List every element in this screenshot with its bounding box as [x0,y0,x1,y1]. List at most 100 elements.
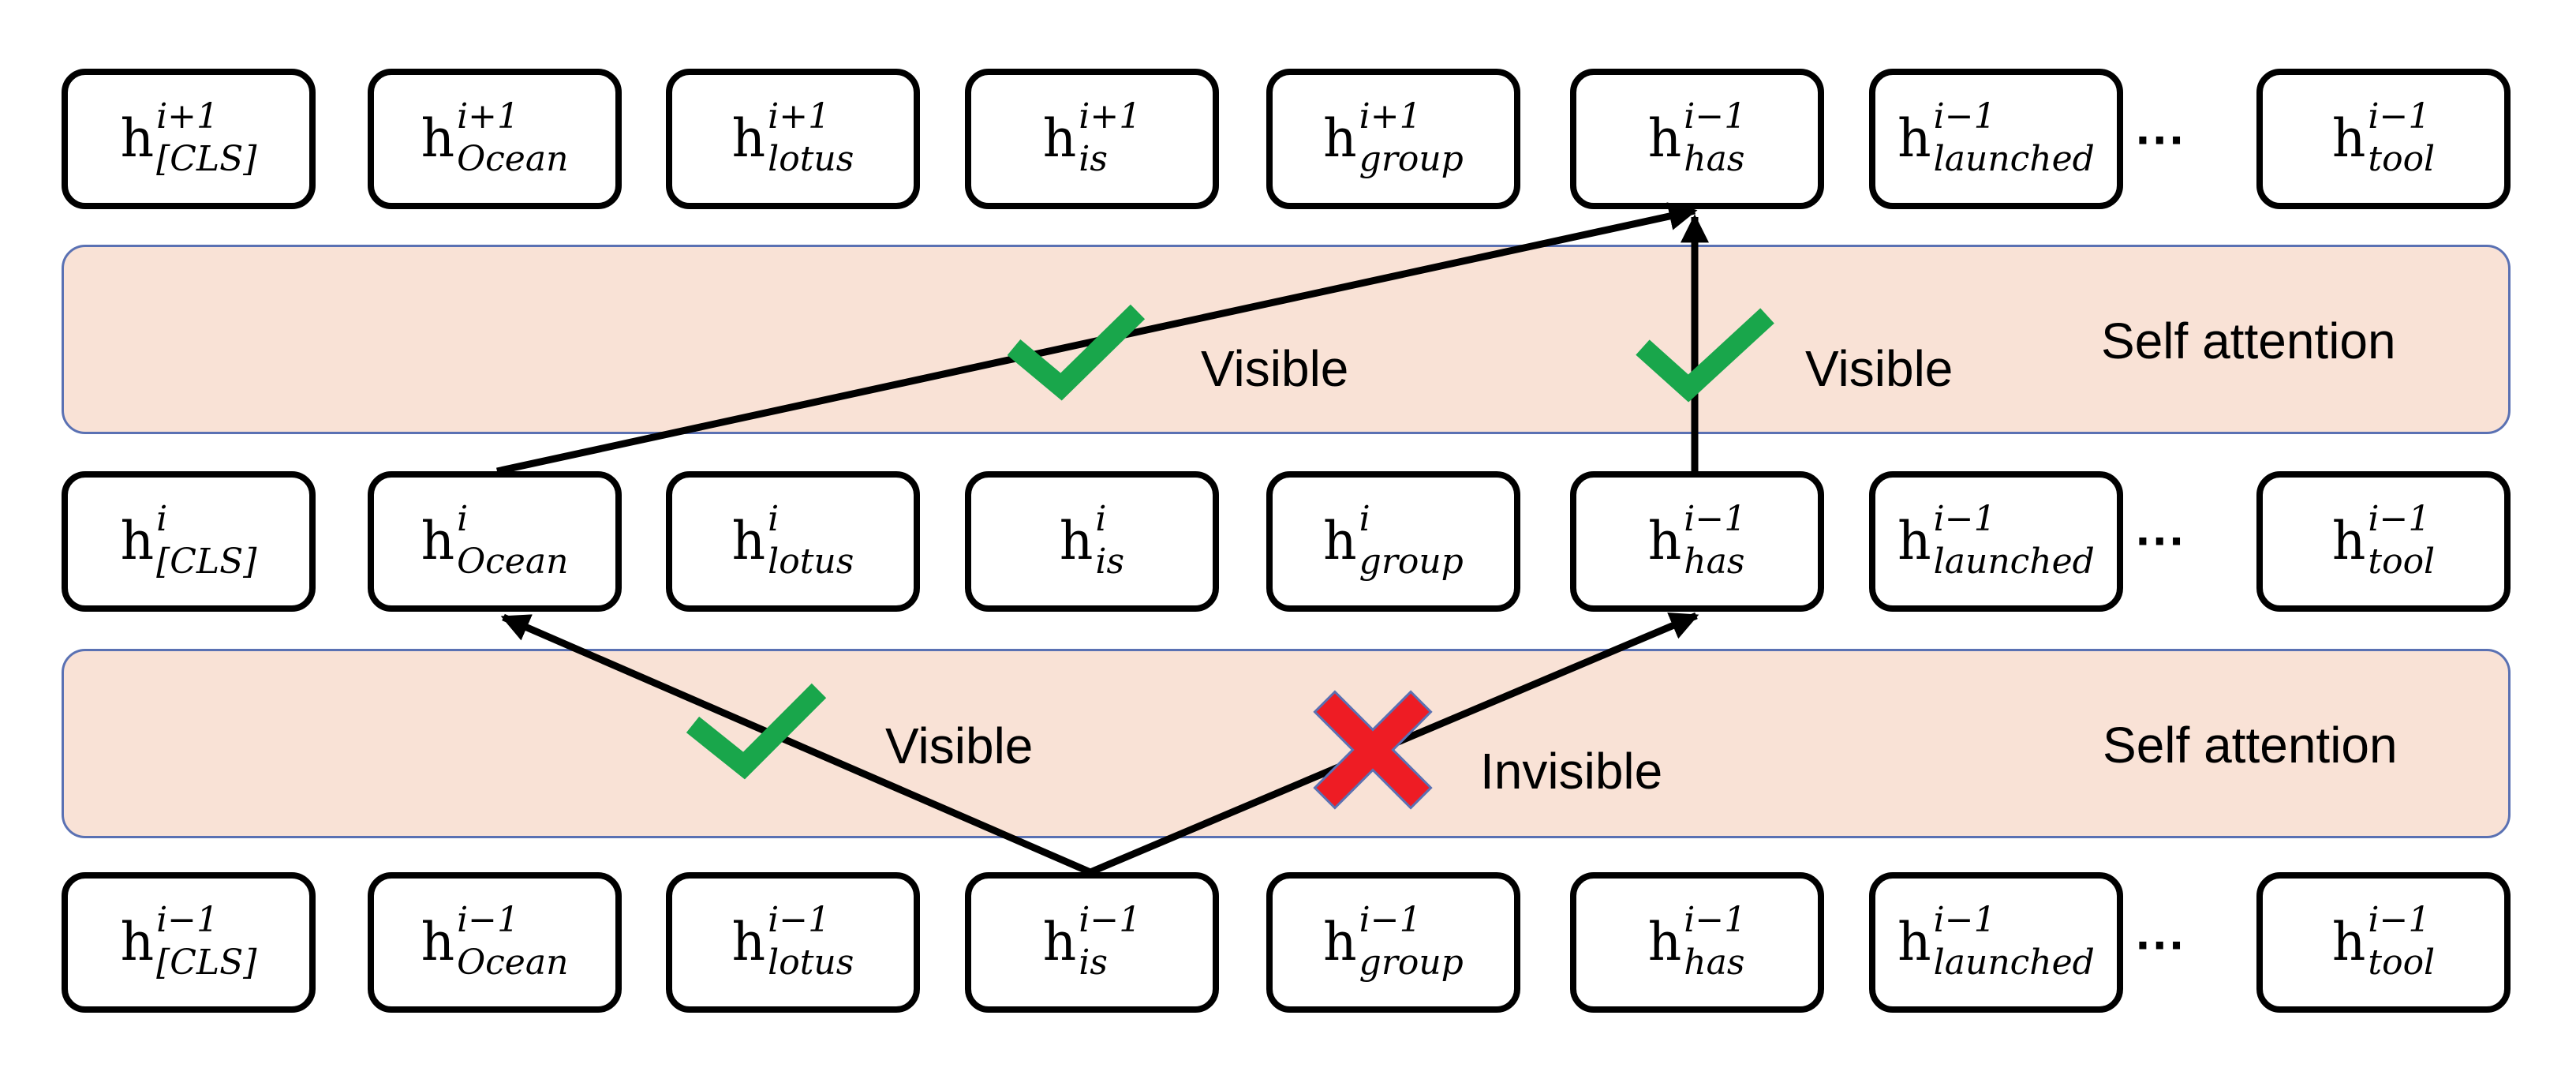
layer-superscript: i−1 [1933,96,1996,137]
token-subscript: tool [2368,942,2436,983]
token-subscript: has [1684,541,1745,582]
layer-superscript: i−1 [2368,900,2431,940]
token-subscript: [CLS] [156,942,257,983]
self-attention-band-upper: Self attention [62,245,2511,434]
token-base: h [421,108,455,169]
token-subscript: [CLS] [156,139,257,179]
token-subscript: Ocean [457,139,569,179]
layer-superscript: i−1 [156,900,219,940]
token-base: h [120,108,155,169]
token-base: h [421,912,455,972]
token-base: h [1897,108,1931,169]
token-subscript: launched [1933,942,2095,983]
layer-superscript: i−1 [2368,499,2431,539]
invisible-label-lower-right: Invisible [1480,743,1663,800]
layer-superscript: i [156,499,168,539]
token-base: h [1647,912,1682,972]
layer-superscript: i−1 [1684,96,1747,137]
layer-superscript: i−1 [1359,900,1422,940]
token-subscript: Ocean [457,541,569,582]
token-subscript: tool [2368,139,2436,179]
token-base: h [1897,511,1931,571]
token-base: h [1647,108,1682,169]
layer-superscript: i+1 [1079,96,1142,137]
layer-superscript: i [457,499,469,539]
layer-superscript: i−1 [1684,499,1747,539]
token-scripts: i−1[CLS] [156,903,257,983]
token-subscript: launched [1933,541,2095,582]
layer-superscript: i+1 [457,96,520,137]
token-subscript: lotus [768,942,854,983]
token-subscript: has [1684,942,1745,983]
token-subscript: lotus [768,541,854,582]
token-base: h [120,912,155,972]
token-subscript: is [1079,942,1108,983]
token-scripts: i[CLS] [156,502,257,582]
token-subscript: lotus [768,139,854,179]
layer-superscript: i+1 [156,96,219,137]
token-base: h [421,511,455,571]
token-base: h [1042,108,1077,169]
check-mark-icon [686,683,827,780]
token-base: h [1059,511,1094,571]
token-base: h [1323,912,1357,972]
layer-superscript: i [1095,499,1107,539]
token-subscript: [CLS] [156,541,257,582]
token-subscript: Ocean [457,942,569,983]
token-base: h [731,912,766,972]
layer-superscript: i+1 [1359,96,1422,137]
token-base: h [120,511,155,571]
layer-superscript: i−1 [1684,900,1747,940]
token-base: h [2331,511,2366,571]
token-subscript: tool [2368,541,2436,582]
cross-mark-icon [1313,690,1433,810]
token-subscript: group [1359,942,1464,983]
token-base: h [731,108,766,169]
token-subscript: group [1359,139,1464,179]
arrow-icon [500,613,1092,876]
token-base: h [2331,912,2366,972]
check-mark-icon [1007,304,1146,401]
visible-label-lower-left: Visible [885,717,1034,774]
